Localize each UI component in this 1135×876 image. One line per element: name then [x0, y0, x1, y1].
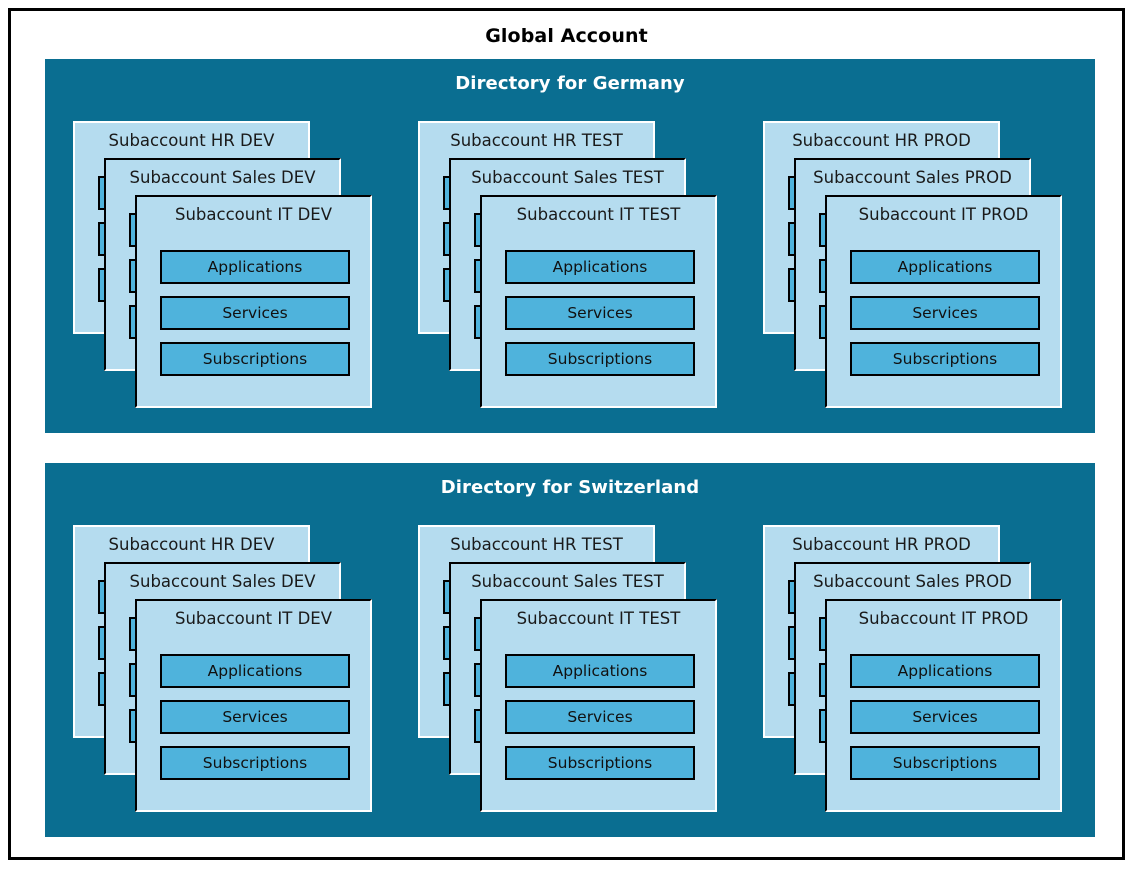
resource-box[interactable]: Services: [160, 700, 350, 734]
subaccount-card-title: Subaccount HR TEST: [450, 535, 623, 554]
subaccount-stack-test: Subaccount HR TESTApplicationsServicesSu…: [418, 525, 728, 821]
resource-box[interactable]: Applications: [850, 654, 1040, 688]
directory-germany: Directory for Germany Subaccount HR DEV A…: [45, 59, 1095, 433]
directory-switzerland: Directory for Switzerland Subaccount HR …: [45, 463, 1095, 837]
resource-box[interactable]: Subscriptions: [160, 746, 350, 780]
resource-box[interactable]: Applications: [160, 654, 350, 688]
subaccount-stack-test: Subaccount HR TESTApplicationsServicesSu…: [418, 121, 728, 417]
resource-box[interactable]: Applications: [505, 654, 695, 688]
directory-switzerland-title: Directory for Switzerland: [440, 477, 700, 498]
resource-box[interactable]: Subscriptions: [850, 342, 1040, 376]
resource-box[interactable]: Applications: [505, 250, 695, 284]
subaccount-card-title: Subaccount HR DEV: [108, 535, 275, 554]
subaccount-card-title: Subaccount Sales DEV: [129, 572, 316, 591]
global-account-title: Global Account: [485, 25, 648, 47]
subaccount-stack-prod: Subaccount HR PRODApplicationsServicesSu…: [763, 121, 1073, 417]
resource-box[interactable]: Services: [850, 296, 1040, 330]
resource-box[interactable]: Services: [160, 296, 350, 330]
resource-box[interactable]: Subscriptions: [850, 746, 1040, 780]
subaccount-card-title: Subaccount Sales PROD: [813, 572, 1012, 591]
resource-box[interactable]: Services: [505, 700, 695, 734]
subaccount-card-title: Subaccount IT TEST: [516, 609, 681, 628]
subaccount-stack-prod: Subaccount HR PRODApplicationsServicesSu…: [763, 525, 1073, 821]
subaccount-card-title: Subaccount IT PROD: [858, 205, 1029, 224]
subaccount-card-title: Subaccount Sales TEST: [471, 168, 664, 187]
subaccount-card-title: Subaccount IT PROD: [858, 609, 1029, 628]
resource-box[interactable]: Subscriptions: [505, 342, 695, 376]
subaccount-card-title: Subaccount Sales DEV: [129, 168, 316, 187]
resource-box[interactable]: Subscriptions: [505, 746, 695, 780]
resource-box[interactable]: Subscriptions: [160, 342, 350, 376]
resource-box[interactable]: Applications: [160, 250, 350, 284]
subaccount-card-title: Subaccount IT TEST: [516, 205, 681, 224]
directory-germany-title: Directory for Germany: [455, 73, 685, 94]
subaccount-stack-dev: Subaccount HR DEVApplicationsServicesSub…: [73, 525, 383, 821]
subaccount-card-title: Subaccount HR DEV: [108, 131, 275, 150]
subaccount-stack-dev: Subaccount HR DEVApplicationsServicesSub…: [73, 121, 383, 417]
subaccount-card-title: Subaccount IT DEV: [175, 609, 332, 628]
subaccount-card-title: Subaccount HR PROD: [792, 535, 971, 554]
global-account-frame: Global Account Directory for Germany Sub…: [8, 8, 1125, 860]
subaccount-card-title: Subaccount HR PROD: [792, 131, 971, 150]
subaccount-card-title: Subaccount IT DEV: [175, 205, 332, 224]
resource-box[interactable]: Applications: [850, 250, 1040, 284]
subaccount-card-title: Subaccount Sales PROD: [813, 168, 1012, 187]
resource-box[interactable]: Services: [505, 296, 695, 330]
subaccount-card-title: Subaccount HR TEST: [450, 131, 623, 150]
subaccount-card-title: Subaccount Sales TEST: [471, 572, 664, 591]
resource-box[interactable]: Services: [850, 700, 1040, 734]
